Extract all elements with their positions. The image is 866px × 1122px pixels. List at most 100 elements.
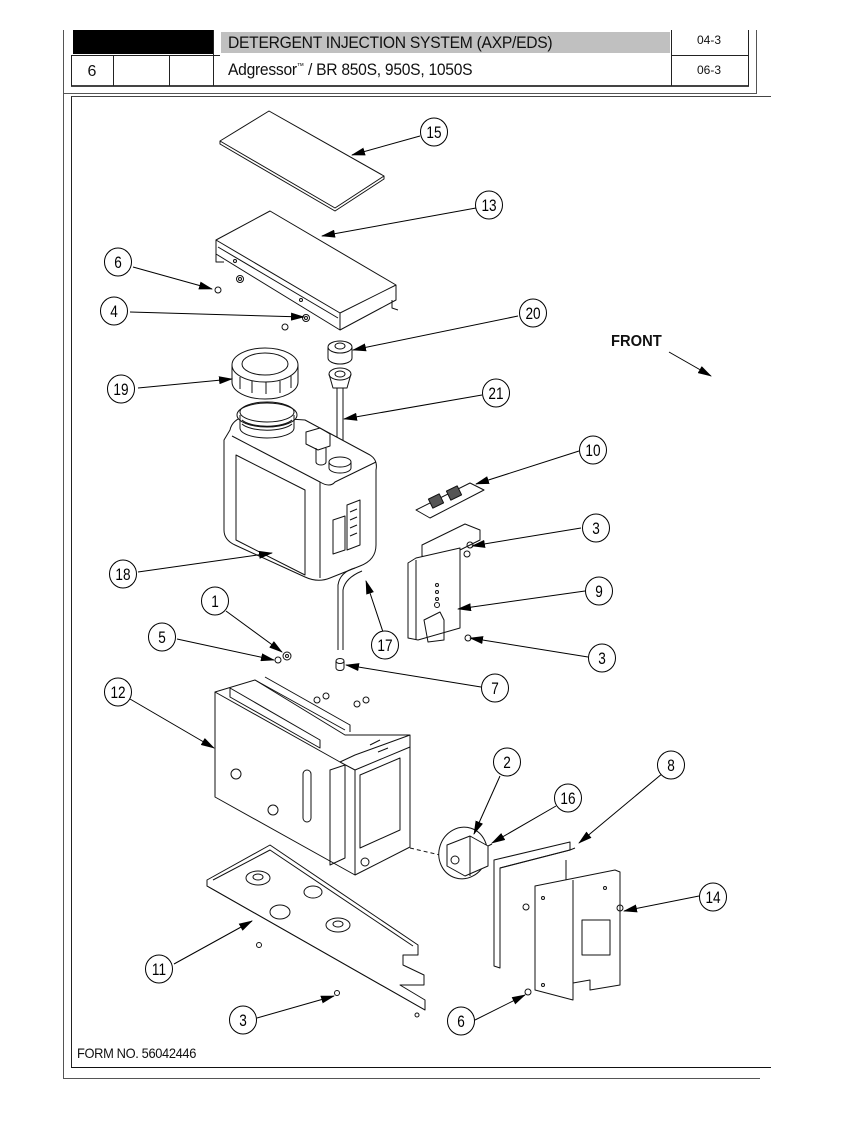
callout-screw: 6 [104, 247, 132, 277]
callout-circle [493, 747, 521, 777]
callout-circle [109, 559, 137, 589]
callout-screw: 6 [447, 1006, 475, 1036]
leader-line [129, 698, 215, 749]
title-bar [221, 32, 670, 53]
callout-circle [481, 673, 509, 703]
callout-switch-label: 10 [579, 435, 607, 465]
callout-circle [447, 1006, 475, 1036]
leader-line [352, 315, 519, 352]
leader-line [365, 580, 385, 636]
leader-line [173, 920, 253, 965]
part-tank-cap [231, 347, 299, 400]
page-frame-left [63, 30, 64, 1079]
drawing-frame [71, 96, 771, 1068]
part-base-tray [206, 844, 426, 1018]
header-black-block [73, 30, 213, 54]
header-rule [169, 55, 170, 86]
callout-circle [107, 374, 135, 404]
callout-nut: 3 [588, 643, 616, 673]
header-rule [213, 30, 214, 86]
callout-number: 16 [560, 790, 575, 809]
leader-line [137, 550, 273, 573]
callout-number: 19 [113, 381, 128, 400]
page-title: DETERGENT INJECTION SYSTEM (AXP/EDS) [228, 33, 553, 52]
part-mounting-plate [522, 869, 624, 1001]
part-enclosure [214, 676, 411, 876]
leader-line [473, 775, 501, 835]
callout-circle [201, 586, 229, 616]
callout-screw: 5 [148, 622, 176, 652]
part-cap [327, 340, 353, 365]
callout-pump: 2 [493, 747, 521, 777]
part-switch-bracket [407, 523, 481, 643]
form-number: FORM NO. 56042446 [77, 1045, 197, 1061]
front-arrow [668, 351, 712, 377]
leader-line [623, 895, 700, 913]
callout-number: 6 [114, 254, 122, 273]
header-rule [71, 85, 749, 87]
callout-fitting: 7 [481, 673, 509, 703]
callout-number: 9 [595, 583, 603, 602]
callout-number: 17 [377, 637, 392, 656]
callout-circle [475, 190, 503, 220]
callout-circle [579, 435, 607, 465]
callout-cover-pad: 15 [420, 117, 448, 147]
part-cover-pad [219, 110, 385, 212]
leader-line [176, 638, 275, 662]
part-washer-screw [274, 651, 292, 664]
callout-number: 1 [211, 593, 219, 612]
callout-top-cover: 13 [475, 190, 503, 220]
callout-number: 3 [598, 650, 606, 669]
callout-circle [420, 117, 448, 147]
page-frame-divider [63, 93, 757, 94]
page-subtitle: Adgressor™ / BR 850S, 950S, 1050S [228, 60, 473, 80]
part-fitting [335, 658, 345, 671]
callout-number: 14 [705, 889, 721, 908]
callout-circle [699, 882, 727, 912]
part-tubing [337, 567, 363, 650]
part-top-cover [215, 210, 399, 331]
header-rule [671, 55, 749, 56]
leader-line [457, 590, 586, 612]
page-frame-right [756, 30, 757, 94]
revision-bottom: 06-3 [696, 63, 722, 77]
callout-circle [100, 296, 128, 326]
callout-number: 8 [667, 757, 675, 776]
leader-line [578, 772, 664, 844]
subtitle-models: / BR 850S, 950S, 1050S [303, 60, 473, 79]
callout-mounting-plate: 14 [699, 882, 727, 912]
callout-pump-bracket: 8 [657, 750, 685, 780]
callout-washer: 1 [201, 586, 229, 616]
callout-circle [482, 378, 510, 408]
part-detergent-tank [223, 401, 377, 581]
page-header: DETERGENT INJECTION SYSTEM (AXP/EDS) Adg… [71, 30, 749, 87]
leader-line [491, 805, 557, 844]
part-pump [409, 826, 493, 880]
callout-nut: 3 [582, 513, 610, 543]
callout-pickup-tube: 21 [482, 378, 510, 408]
callout-circle [588, 643, 616, 673]
callout-tubing: 17 [371, 630, 399, 660]
callout-switch-bracket: 9 [585, 576, 613, 606]
callout-circle [371, 630, 399, 660]
callout-number: 15 [426, 124, 441, 143]
trademark-mark: ™ [296, 61, 304, 71]
callout-circle [519, 298, 547, 328]
leader-line [474, 994, 526, 1021]
callout-number: 2 [503, 754, 511, 773]
header-rule [748, 30, 749, 86]
callout-circle [145, 954, 173, 984]
leader-line [475, 450, 580, 485]
callout-number: 3 [592, 520, 600, 539]
callout-circle [104, 247, 132, 277]
leader-line [225, 610, 283, 653]
callout-base-tray: 11 [145, 954, 173, 984]
callout-number: 21 [488, 385, 503, 404]
callout-number: 6 [457, 1013, 465, 1032]
callout-circle [229, 1005, 257, 1035]
front-direction-label: FRONT [611, 333, 662, 350]
callout-number: 13 [481, 197, 496, 216]
callout-cap: 20 [519, 298, 547, 328]
callout-circle [148, 622, 176, 652]
